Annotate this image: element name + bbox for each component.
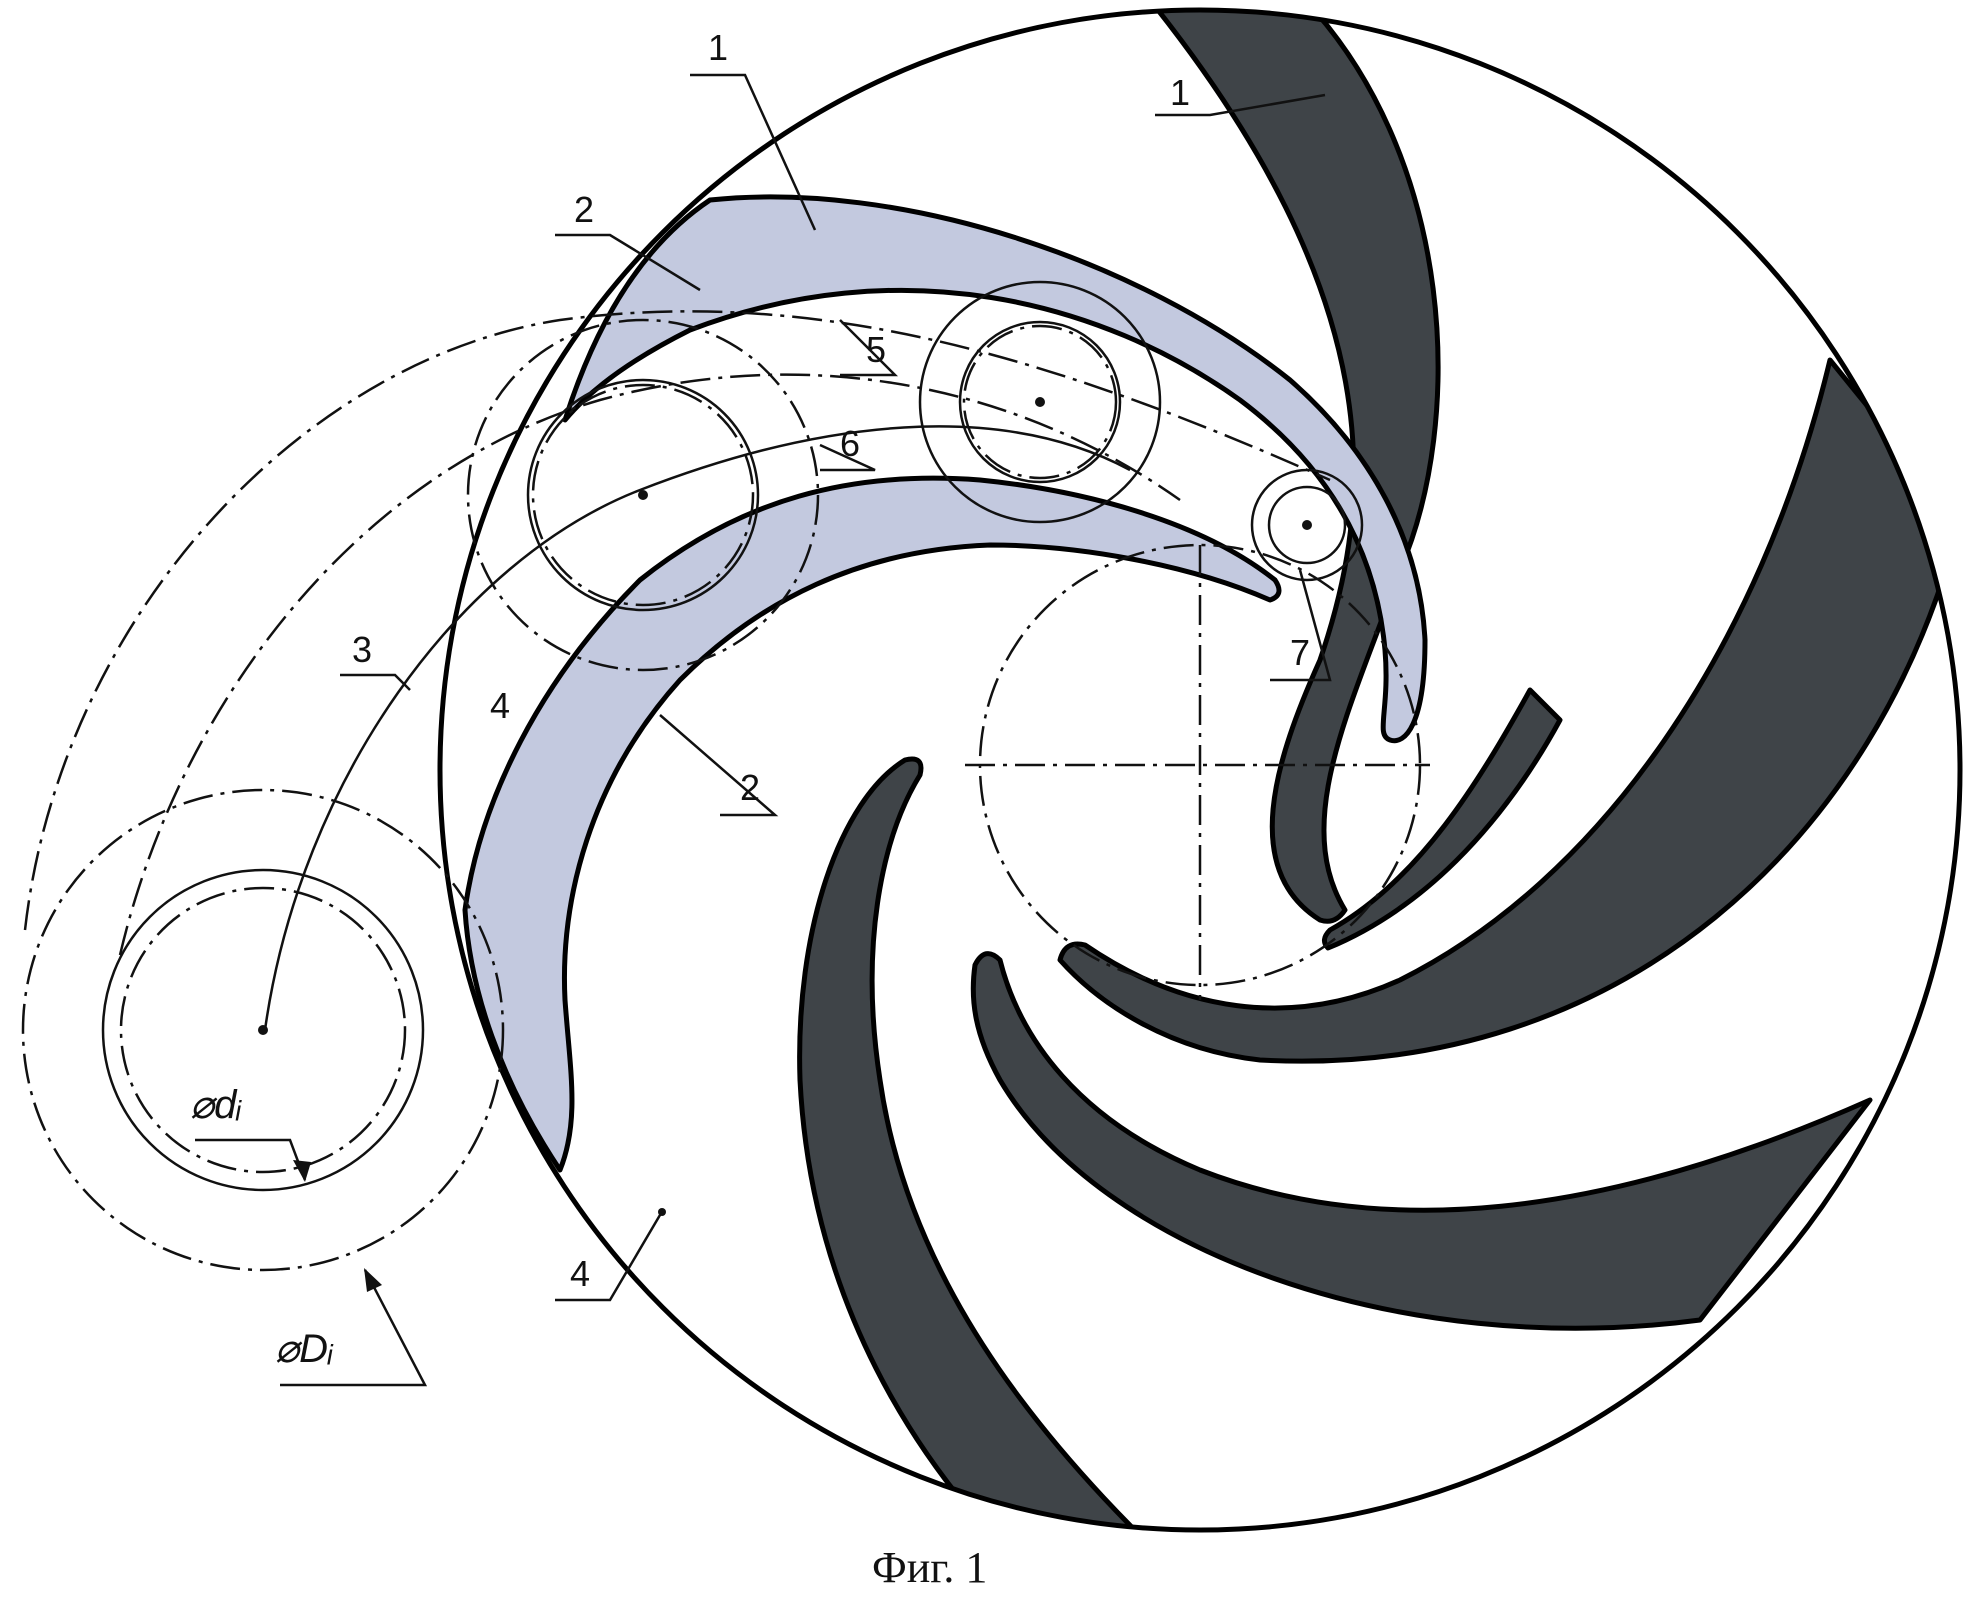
dark-blade-1 — [1147, 10, 1441, 924]
leader-6 — [819, 443, 876, 472]
dark-blade-2 — [1057, 357, 1960, 1064]
leader-1-left — [690, 73, 817, 231]
label-2-top: 2 — [574, 189, 594, 230]
dark-blade-3 — [970, 951, 1873, 1331]
light-blade-upper — [562, 194, 1428, 744]
leader-4-bottom — [555, 1214, 662, 1302]
label-6: 6 — [840, 423, 860, 464]
leader-d-inner — [195, 1138, 307, 1181]
circle-d-large-dashed — [119, 886, 407, 1174]
circle-D-tiny — [1250, 468, 1364, 582]
leader-d-outer — [280, 1269, 428, 1387]
leader-3 — [340, 673, 411, 691]
leader-7 — [1270, 569, 1332, 682]
dark-blade-tip — [1322, 687, 1563, 951]
channel-outer-arc — [23, 310, 1331, 931]
label-d-inner: ⌀dᵢ — [190, 1083, 242, 1127]
label-2-mid: 2 — [740, 767, 760, 808]
label-5: 5 — [866, 329, 886, 370]
hub-circle — [978, 543, 1422, 987]
dot-4-bottom — [658, 1208, 666, 1216]
circle-d-small — [958, 320, 1122, 484]
circle-d-mid — [526, 378, 760, 612]
label-4-bottom: 4 — [570, 1253, 590, 1294]
leader-2-mid — [659, 714, 779, 817]
circle-D-large — [21, 788, 505, 1272]
outer-circle — [437, 7, 1963, 1533]
figure-caption: Фиг. 1 — [872, 1543, 987, 1592]
arrow-d-inner — [293, 1160, 311, 1182]
label-1-top-right: 1 — [1170, 72, 1190, 113]
leader-1-right — [1155, 93, 1326, 117]
construction-lines — [21, 73, 1430, 1387]
dark-blades — [797, 10, 1960, 1530]
circle-d-small-dashed — [962, 324, 1118, 480]
dark-blade-4 — [797, 756, 1233, 1530]
label-4-inner: 4 — [490, 685, 510, 726]
light-blade-lower — [462, 475, 1282, 1173]
label-3: 3 — [352, 629, 372, 670]
circle-center-dot-mid — [638, 490, 648, 500]
label-1-top-left: 1 — [708, 27, 728, 68]
circle-D-small — [918, 280, 1162, 524]
circle-d-mid-dashed — [531, 383, 755, 607]
labels: 1 1 2 5 6 3 4 7 2 ⌀dᵢ 4 ⌀Dᵢ Фиг. 1 — [190, 27, 1310, 1592]
leader-5 — [839, 319, 899, 377]
circle-center-dot-tiny — [1302, 520, 1312, 530]
circle-center-dot-small — [1035, 397, 1045, 407]
arrow-d-outer — [364, 1268, 382, 1292]
channel-inner-arc — [118, 373, 1181, 956]
leader-2-top — [555, 233, 701, 292]
label-7: 7 — [1290, 632, 1310, 673]
circle-D-mid — [466, 318, 820, 672]
label-D-outer: ⌀Dᵢ — [275, 1327, 334, 1371]
circle-center-dot-left — [258, 1025, 268, 1035]
circle-d-tiny — [1267, 485, 1347, 565]
highlighted-blades — [462, 194, 1428, 1173]
circle-d-large — [101, 868, 425, 1192]
channel-center-line — [263, 425, 1131, 1031]
